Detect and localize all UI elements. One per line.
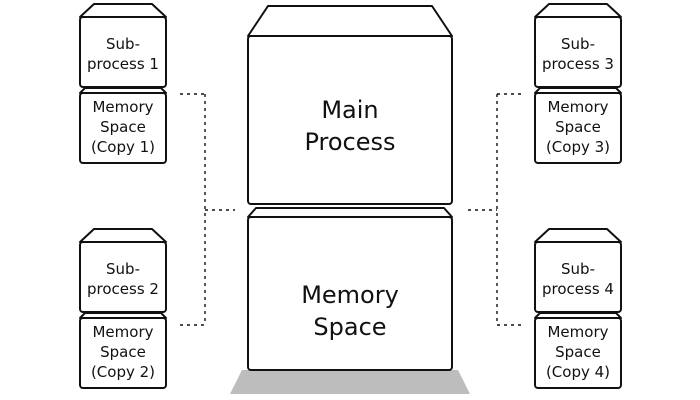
subprocess-1-memory: Memory Space (Copy 1): [79, 87, 167, 164]
subprocess-3-mem-line1: Memory: [547, 98, 608, 116]
subprocess-2-mem-line1: Memory: [92, 323, 153, 341]
subprocess-1-block: Sub- process 1: [79, 3, 167, 88]
subprocess-3-mem-line3: (Copy 3): [546, 138, 610, 156]
subprocess-1-mem-line3: (Copy 1): [91, 138, 155, 156]
main-process-block: Main Process: [247, 5, 453, 205]
main-process-line1: Main: [321, 96, 378, 124]
main-memory-block: Memory Space: [247, 207, 453, 371]
subprocess-3-line1: Sub-: [561, 35, 595, 53]
subprocess-4-line2: process 4: [542, 280, 614, 298]
main-memory-line1: Memory: [301, 281, 399, 309]
subprocess-4-line1: Sub-: [561, 260, 595, 278]
subprocess-2-line1: Sub-: [106, 260, 140, 278]
subprocess-2-memory: Memory Space (Copy 2): [79, 312, 167, 389]
subprocess-1-line2: process 1: [87, 55, 159, 73]
subprocess-4-mem-line3: (Copy 4): [546, 363, 610, 381]
subprocess-3-block: Sub- process 3: [534, 3, 622, 88]
left-connector: [180, 93, 235, 326]
subprocess-1-mem-line2: Space: [100, 118, 146, 136]
subprocess-4-memory: Memory Space (Copy 4): [534, 312, 622, 389]
subprocess-3-mem-line2: Space: [555, 118, 601, 136]
right-connector: [468, 93, 522, 326]
subprocess-1-mem-line1: Memory: [92, 98, 153, 116]
main-memory-line2: Space: [313, 313, 386, 341]
main-stack-shadow: [230, 370, 470, 394]
subprocess-3-line2: process 3: [542, 55, 614, 73]
subprocess-2-line2: process 2: [87, 280, 159, 298]
subprocess-4-mem-line1: Memory: [547, 323, 608, 341]
subprocess-4-block: Sub- process 4: [534, 228, 622, 313]
subprocess-1-line1: Sub-: [106, 35, 140, 53]
subprocess-2-block: Sub- process 2: [79, 228, 167, 313]
subprocess-2-mem-line2: Space: [100, 343, 146, 361]
subprocess-4-mem-line2: Space: [555, 343, 601, 361]
main-process-line2: Process: [304, 128, 395, 156]
subprocess-2-mem-line3: (Copy 2): [91, 363, 155, 381]
subprocess-3-memory: Memory Space (Copy 3): [534, 87, 622, 164]
